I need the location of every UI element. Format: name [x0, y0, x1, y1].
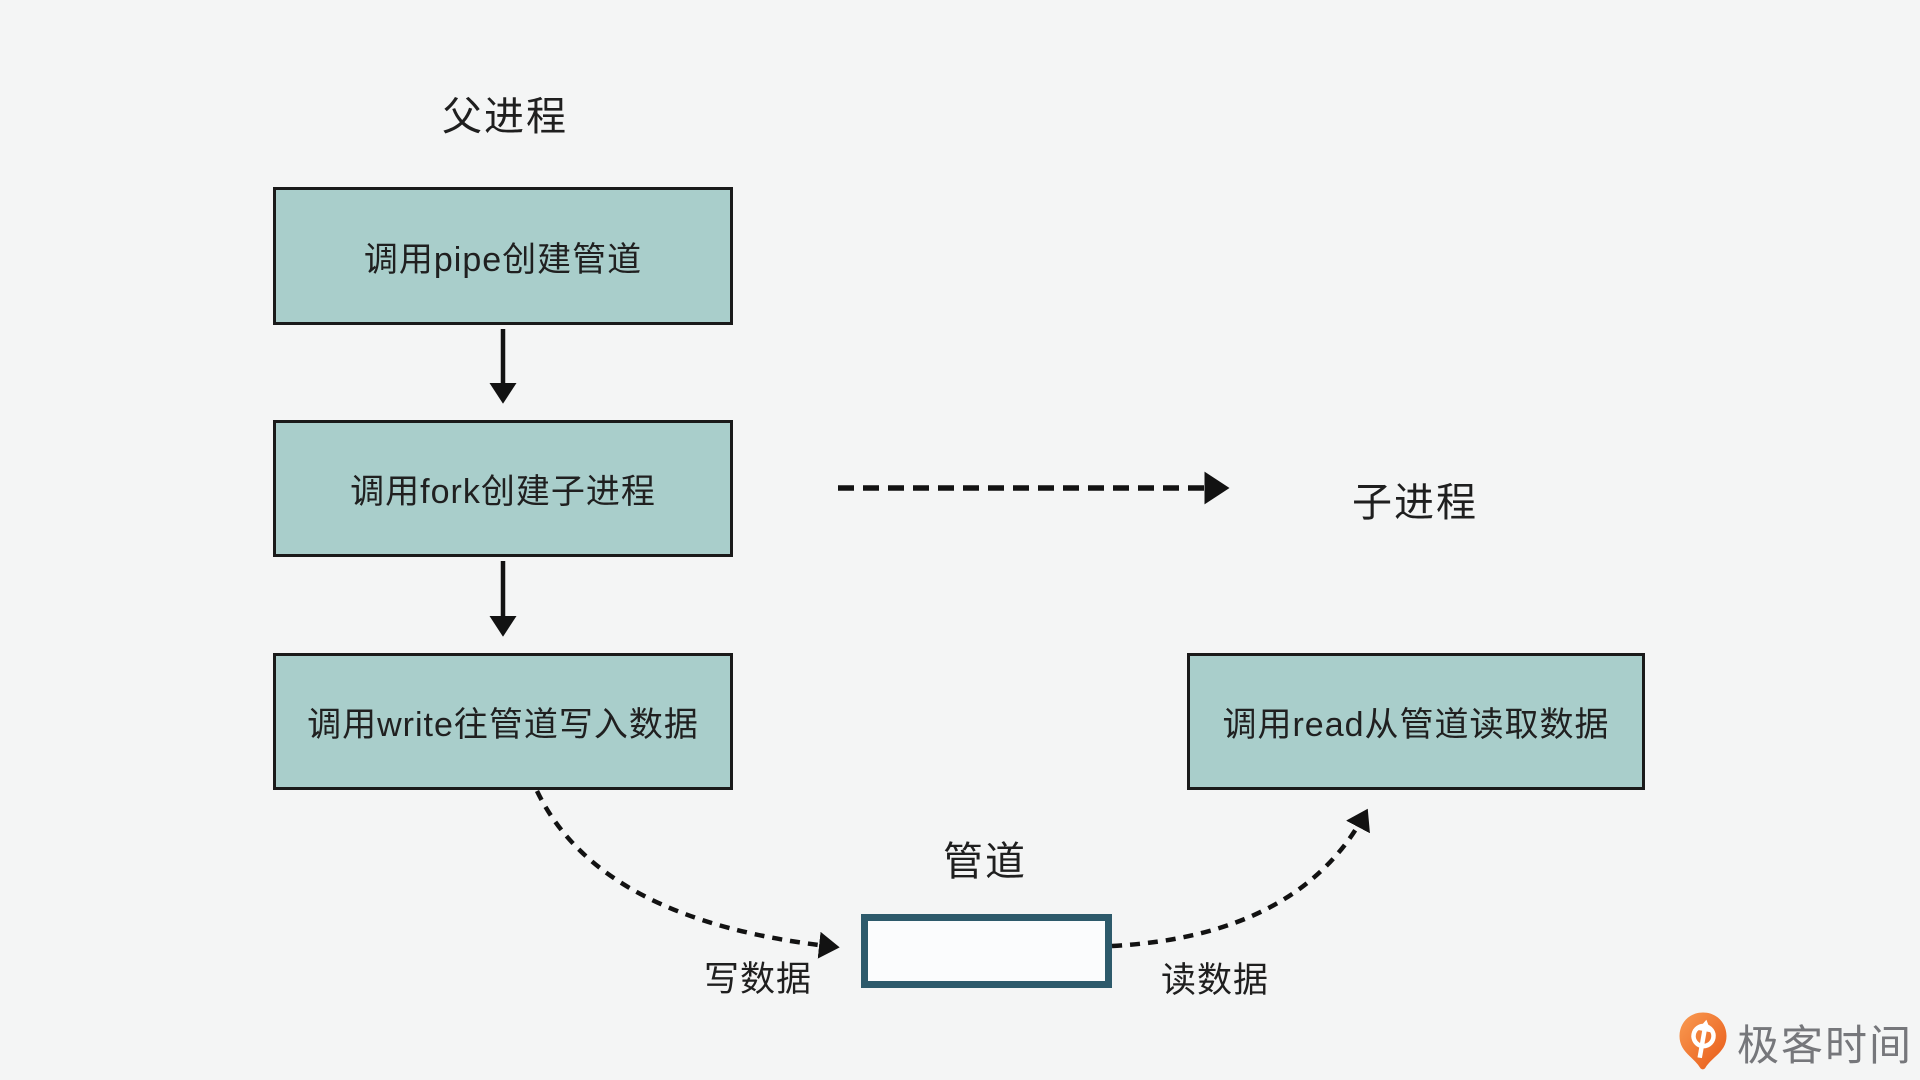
parent-process-label: 父进程	[442, 95, 568, 139]
flow-node-write-pipe-text: 调用write往管道写入数据	[307, 706, 699, 744]
geektime-pin-icon	[1679, 1012, 1727, 1070]
write-data-edge-label: 写数据	[703, 960, 813, 999]
flow-node-read-pipe-text: 调用read从管道读取数据	[1222, 706, 1610, 744]
geektime-logo: 极客时间	[1678, 1008, 1913, 1076]
pipe-node	[861, 914, 1112, 988]
child-process-label: 子进程	[1352, 481, 1478, 525]
flow-node-fork-child: 调用fork创建子进程	[273, 420, 733, 557]
flow-node-fork-child-text: 调用fork创建子进程	[350, 473, 656, 511]
brand-logo-text: 极客时间	[1737, 1021, 1914, 1069]
pipe-label: 管道	[943, 840, 1027, 884]
arrow-write-to-pipe	[534, 790, 840, 959]
flow-node-write-pipe: 调用write往管道写入数据	[273, 653, 733, 790]
flow-node-read-pipe: 调用read从管道读取数据	[1187, 653, 1645, 790]
flow-node-create-pipe-text: 调用pipe创建管道	[363, 240, 643, 279]
arrow-pipe-to-read	[1111, 808, 1370, 949]
flow-node-create-pipe: 调用pipe创建管道	[273, 187, 733, 325]
read-data-edge-label: 读数据	[1160, 961, 1270, 1000]
